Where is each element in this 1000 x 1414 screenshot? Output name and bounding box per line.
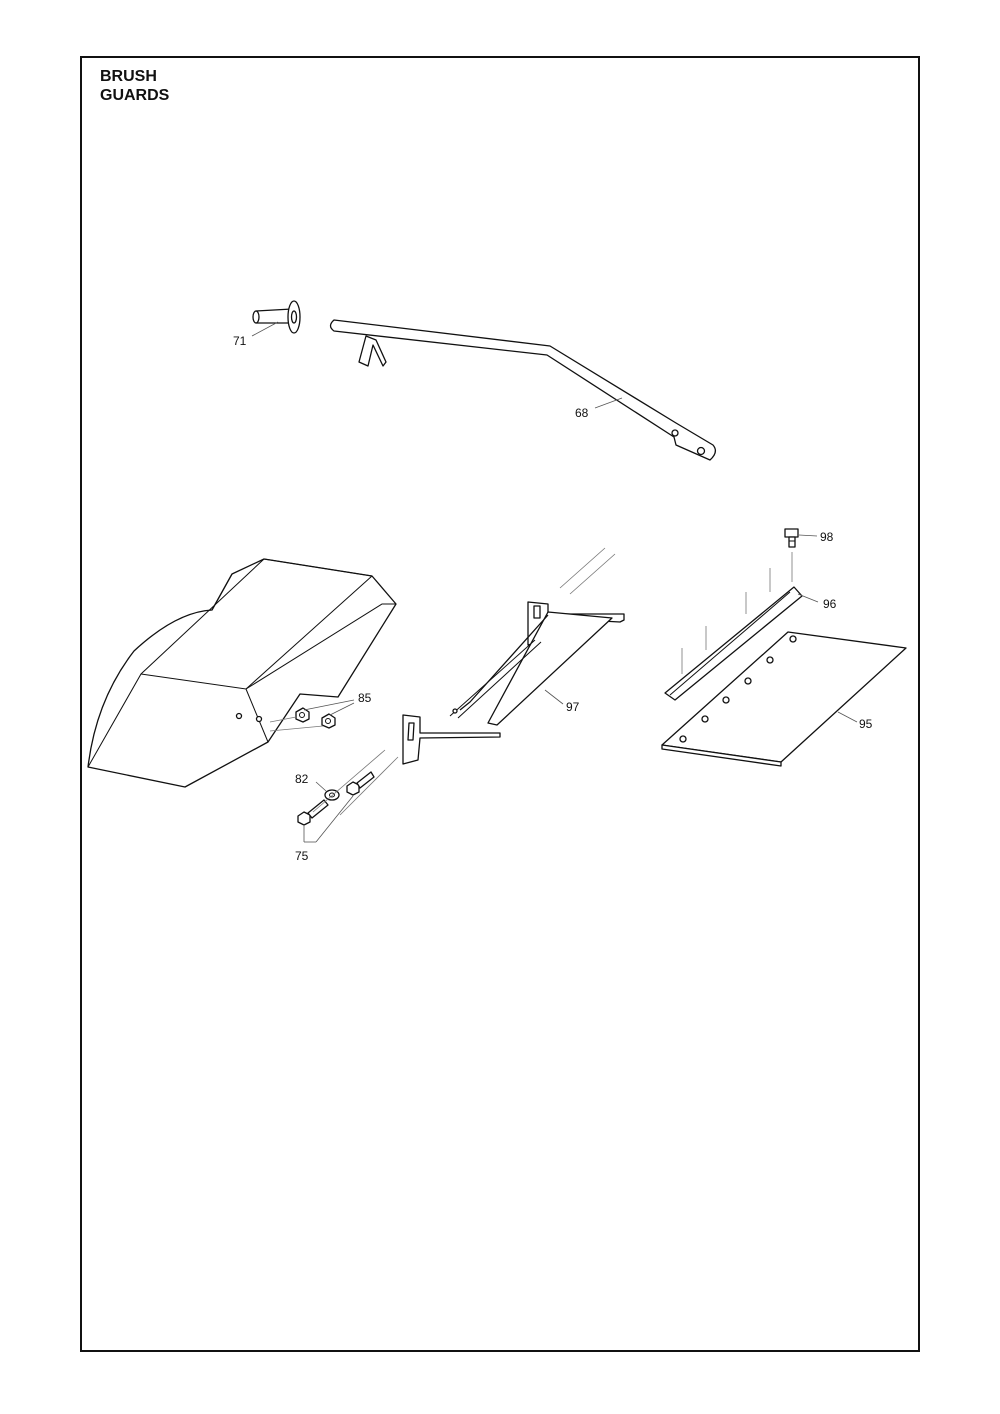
part-75-bolt-drawing (297, 771, 375, 826)
callout-82: 82 (295, 772, 309, 786)
page-title-line-2: GUARDS (100, 87, 170, 104)
callout-97: 97 (566, 700, 580, 714)
part-85-nut-drawing (295, 707, 336, 729)
callout-68: 68 (575, 406, 589, 420)
callout-75: 75 (295, 849, 309, 863)
leader-lines (251, 321, 858, 843)
guard-housing-drawing (87, 558, 397, 788)
callout-98: 98 (820, 530, 834, 544)
part-96-strip-drawing (664, 568, 803, 701)
callout-96: 96 (823, 597, 837, 611)
part-68-bar-drawing (329, 319, 717, 461)
part-82-washer-drawing (324, 789, 340, 801)
part-97-frame-drawing (402, 547, 625, 765)
callout-71: 71 (233, 334, 247, 348)
callout-85: 85 (358, 691, 372, 705)
page-title-line-1: BRUSH (100, 68, 157, 85)
drawing-border (80, 56, 920, 1352)
part-95-plate-drawing (661, 631, 907, 767)
part-71-sleeve-drawing (252, 300, 301, 334)
callout-95: 95 (859, 717, 873, 731)
part-98-bolt-drawing (784, 528, 799, 582)
